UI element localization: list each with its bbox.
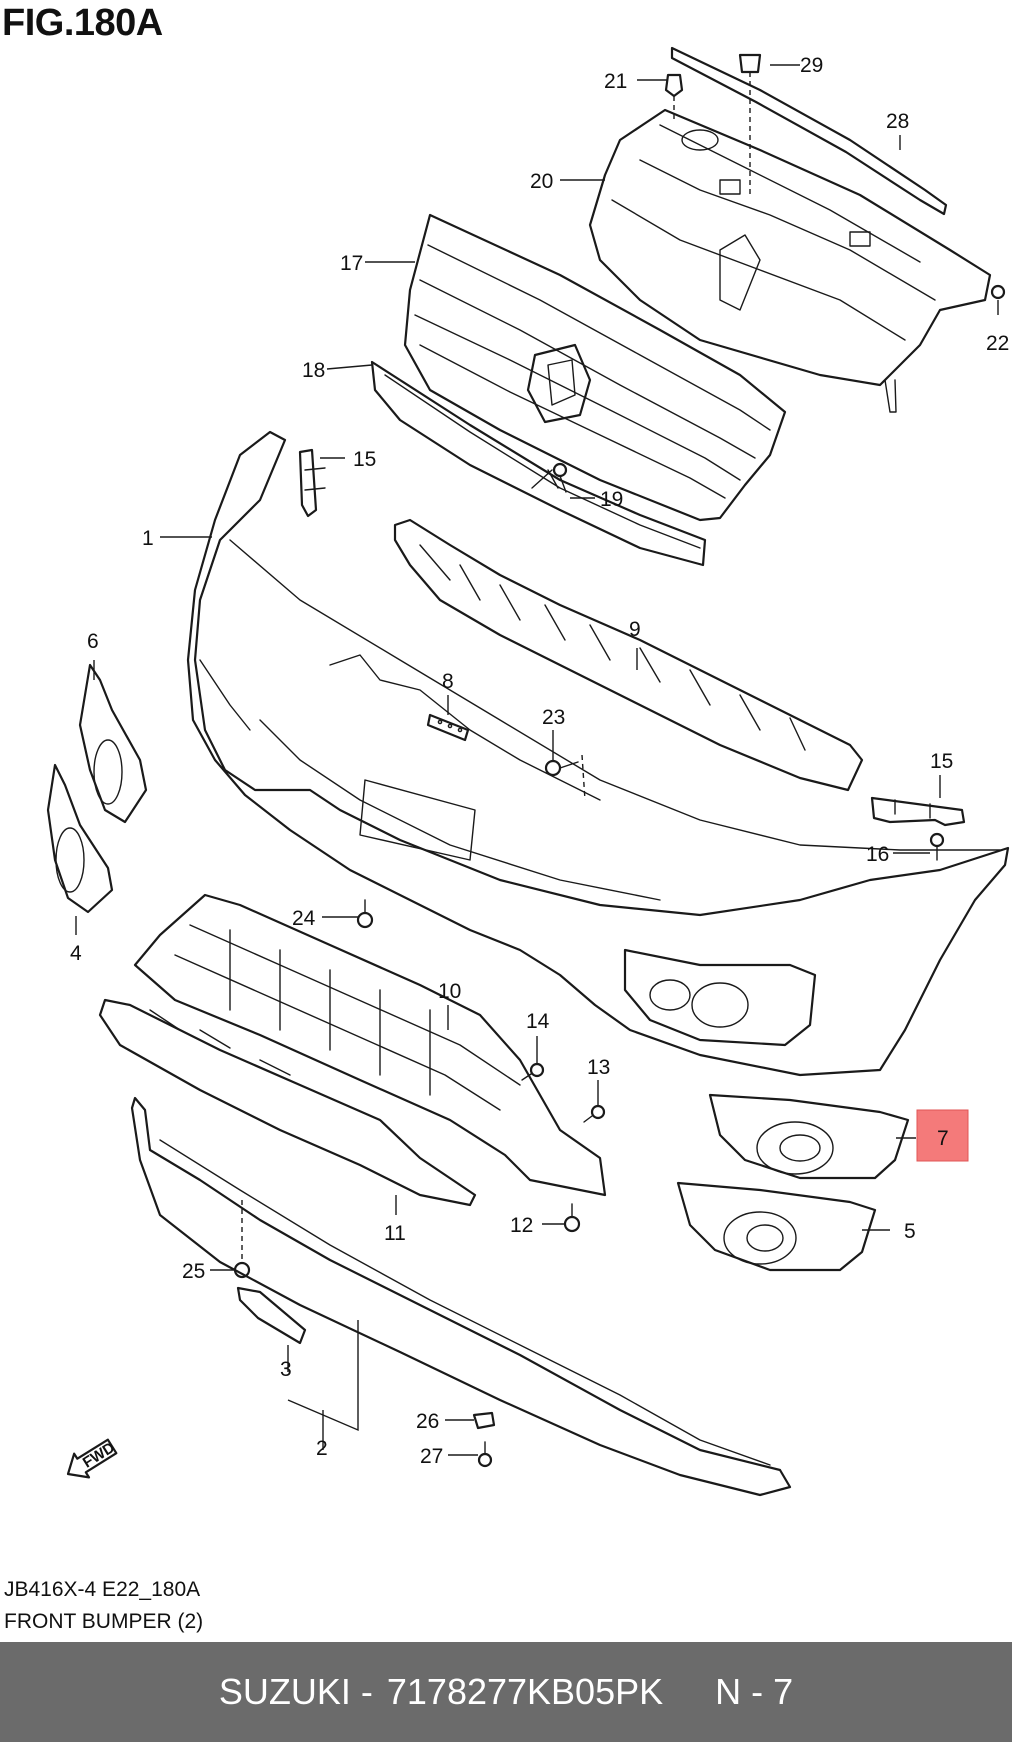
callout-14: 14	[526, 1010, 550, 1033]
figure-title: FIG.180A	[2, 2, 163, 44]
callout-6: 6	[87, 630, 99, 653]
part-1-bumper-cover	[186, 430, 1010, 1077]
callout-8: 8	[442, 670, 454, 693]
part-17-grille	[403, 213, 787, 522]
fwd-label: FWD	[80, 1439, 118, 1472]
callout-9: 9	[629, 618, 641, 641]
callout-22: 21	[604, 70, 627, 93]
part-11-skid-plate	[98, 998, 477, 1207]
part-20-upper-member	[588, 108, 992, 413]
callout-21: 22	[986, 332, 1009, 355]
part-13-screw	[583, 1104, 606, 1123]
part-15-bracket-left	[298, 448, 326, 518]
callout-1: 1	[142, 527, 154, 550]
callout-24: 24	[292, 907, 316, 930]
parts-diagram: 21 29 28 20 22 17 18 15 19 1 9 8 23 6 15…	[46, 46, 1010, 1497]
callout-7-highlight	[916, 1109, 969, 1162]
footer-bar: SUZUKI - 7178277KB05PK N - 7	[0, 1642, 1012, 1742]
callout-15-right: 15	[930, 750, 953, 773]
callout-26: 26	[416, 1410, 439, 1433]
footer-page-ref: N - 7	[715, 1671, 794, 1712]
part-15-bracket-right	[870, 796, 966, 827]
part-24-bolt	[356, 899, 374, 929]
model-code: JB416X-4 E22_180A	[4, 1578, 201, 1601]
footer-part-number: 7178277KB05PK	[386, 1671, 664, 1712]
callout-27: 27	[420, 1445, 443, 1468]
callout-3: 3	[280, 1358, 292, 1381]
part-14-screw	[521, 1062, 545, 1081]
callout-15-upper: 15	[353, 448, 376, 471]
callout-2: 2	[316, 1437, 328, 1460]
section-name: FRONT BUMPER (2)	[4, 1610, 204, 1633]
callout-13: 13	[587, 1056, 610, 1079]
callout-28: 28	[886, 110, 909, 133]
callout-19: 19	[600, 488, 623, 511]
part-4-fog-cover-left-lower	[46, 763, 114, 914]
part-21-screw	[990, 284, 1006, 300]
part-6-fog-cover-left-upper	[78, 663, 148, 824]
callout-11: 11	[384, 1222, 406, 1245]
part-19-screw	[531, 462, 568, 493]
part-10-lower-grille	[133, 893, 607, 1197]
callout-7: 7	[937, 1127, 949, 1150]
callout-20: 20	[530, 170, 553, 193]
callout-17: 17	[340, 252, 363, 275]
leader-lines	[75, 64, 999, 1456]
callout-23: 23	[542, 706, 565, 729]
part-16-screw	[929, 832, 945, 861]
callout-5: 5	[904, 1220, 916, 1243]
callout-labels: 21 29 28 20 22 17 18 15 19 1 9 8 23 6 15…	[70, 54, 1009, 1468]
part-3-clip-cover	[236, 1286, 307, 1345]
fwd-arrow-icon: FWD	[66, 1438, 118, 1479]
part-27-screw	[477, 1441, 493, 1468]
part-29-clip	[738, 53, 762, 195]
part-7-fog-cover-right-upper	[708, 1093, 910, 1180]
callout-25: 25	[182, 1260, 205, 1283]
part-9-absorber	[393, 518, 864, 792]
part-5-fog-cover-right-lower	[676, 1181, 877, 1272]
part-22-clip	[664, 73, 684, 120]
callout-4: 4	[70, 942, 82, 965]
part-12-nut	[563, 1203, 581, 1233]
callout-10: 10	[438, 980, 461, 1003]
callout-18: 18	[302, 359, 325, 382]
callout-16: 16	[866, 843, 889, 866]
footer-brand: SUZUKI -	[218, 1671, 373, 1712]
part-28-seal-strip	[670, 46, 948, 216]
part-26-clip	[472, 1411, 496, 1430]
part-23-bolt	[544, 754, 586, 801]
callout-29: 29	[800, 54, 823, 77]
callout-12: 12	[510, 1214, 533, 1237]
part-8-clip	[426, 713, 470, 742]
part-18-garnish	[370, 360, 707, 567]
part-2-lower-lip	[130, 1096, 792, 1497]
